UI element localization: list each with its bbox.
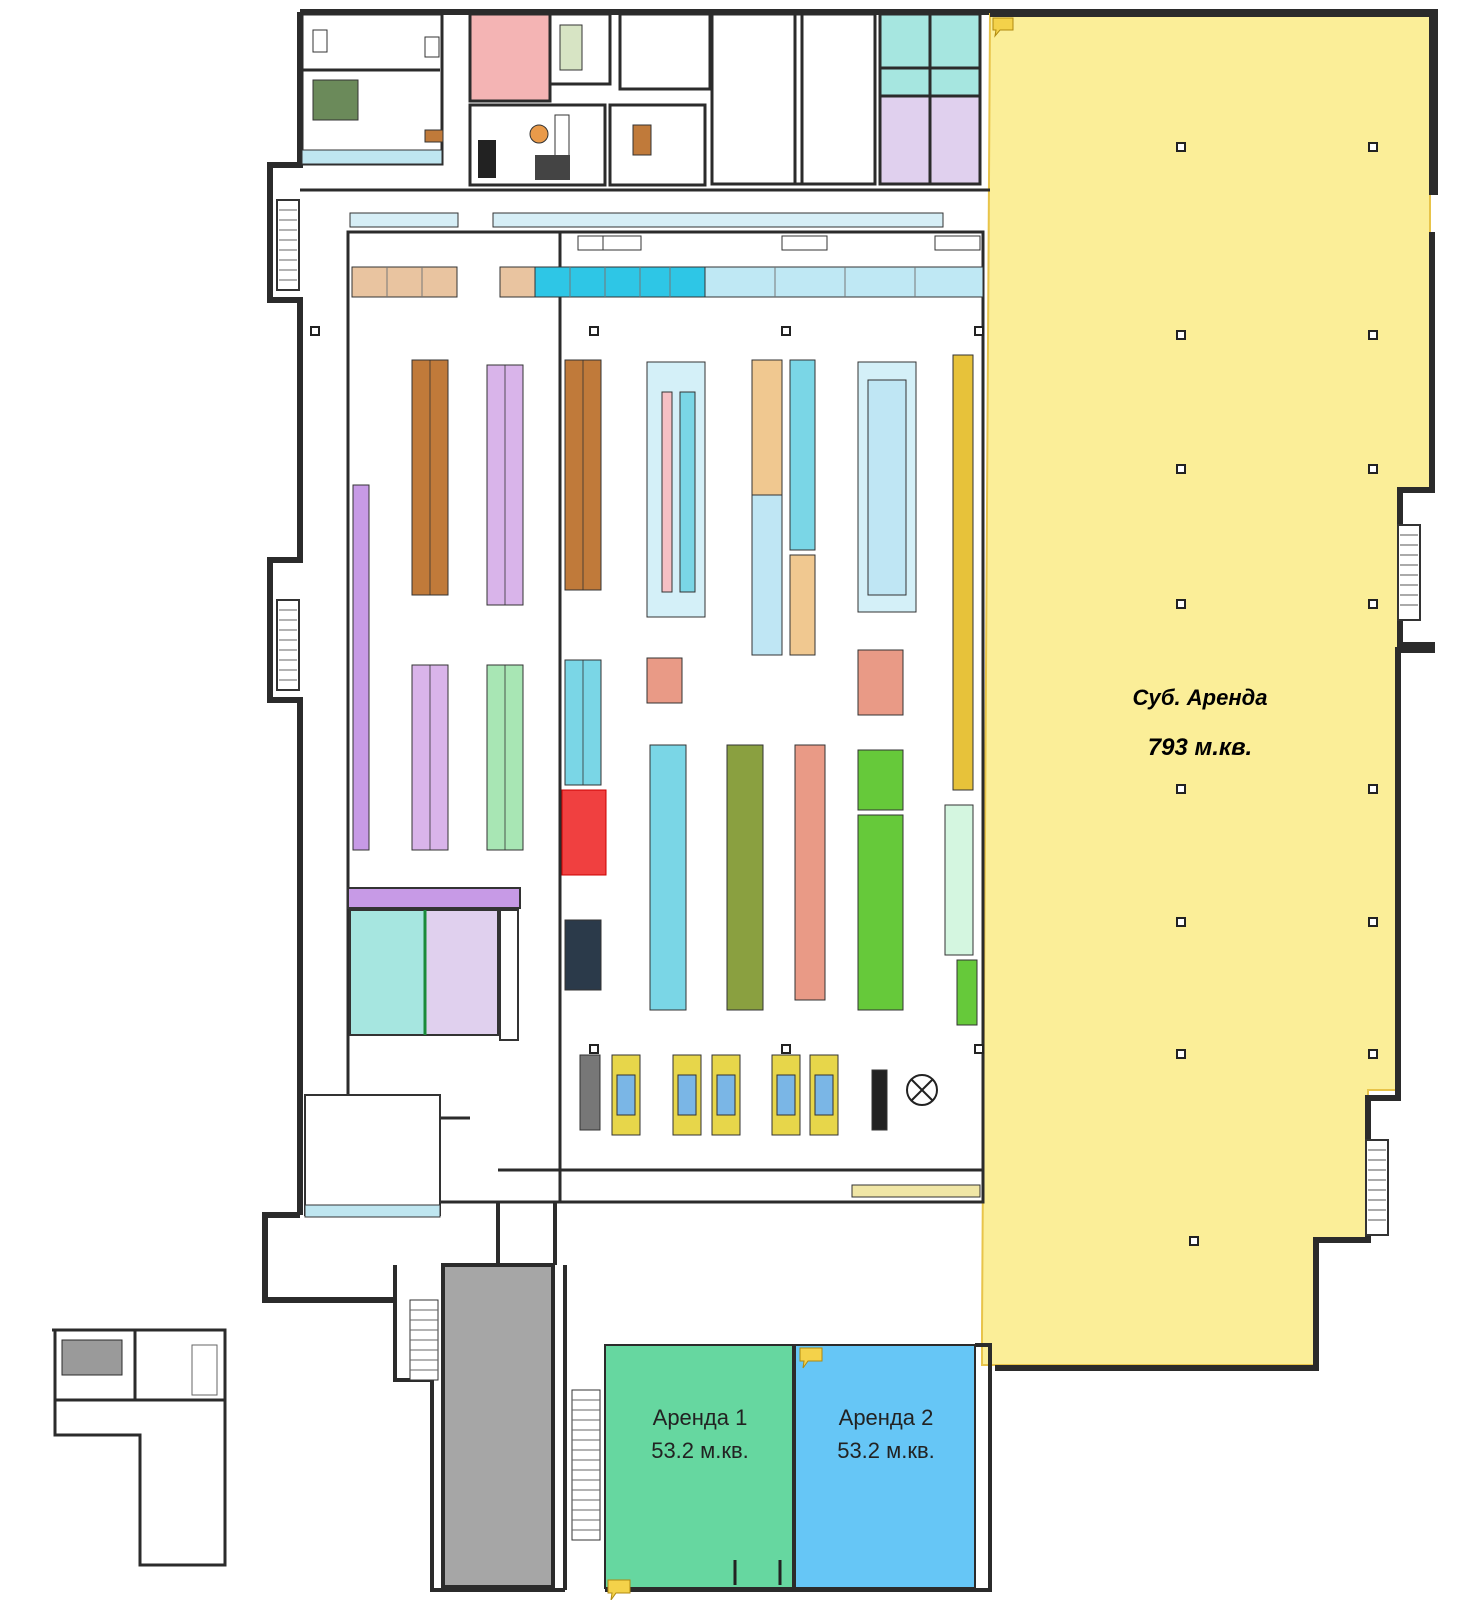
hall-columns	[310, 326, 984, 1054]
rent-1-area-label: 53.2 м.кв.	[651, 1438, 749, 1463]
inset-stairs	[191, 1344, 218, 1396]
right-stairs	[1365, 524, 1421, 1236]
inset-plan	[52, 1328, 227, 1567]
sub-rent-border	[990, 11, 1435, 1371]
service-rooms	[300, 12, 990, 192]
sub-rent-title: Суб. Аренда	[1133, 685, 1268, 710]
top-corridor-shelves	[349, 212, 981, 251]
middle-racks	[646, 649, 978, 1026]
comment-icon[interactable]	[607, 1579, 631, 1600]
office-furniture	[301, 24, 652, 180]
lower-left-rooms	[304, 887, 521, 1218]
sub-rent-columns	[1176, 142, 1378, 1246]
gray-corridor	[441, 1263, 555, 1589]
rent-2-title: Аренда 2	[839, 1405, 934, 1430]
left-stairs	[276, 199, 300, 691]
door-handles	[733, 1560, 782, 1585]
rent-1-title: Аренда 1	[653, 1405, 748, 1430]
sales-hall-walls	[346, 230, 985, 1204]
comment-icon[interactable]	[992, 17, 1014, 38]
top-cooler-row	[351, 266, 984, 298]
rent-1-area	[604, 1344, 794, 1589]
stair-steps	[410, 1309, 600, 1531]
comment-icon[interactable]	[799, 1347, 823, 1369]
rack-grid	[429, 360, 584, 850]
center-coolers	[646, 354, 974, 791]
sub-rent-area-label: 793 м.кв.	[1148, 734, 1252, 761]
rent-2-area	[794, 1344, 976, 1589]
rent-2-area-label: 53.2 м.кв.	[837, 1438, 935, 1463]
checkout-counters	[579, 1054, 981, 1198]
